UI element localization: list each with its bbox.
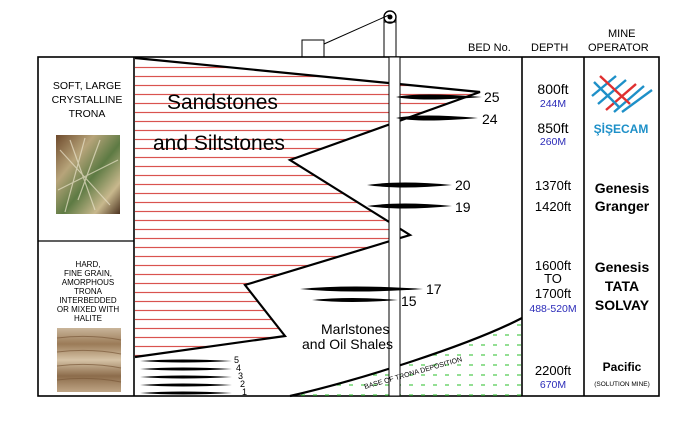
base-of-trona-curve <box>289 317 523 398</box>
soft-trona-photo <box>56 135 120 214</box>
bed-25-lens <box>396 94 482 100</box>
small-bed-5: 5 <box>234 355 239 365</box>
depth-670m: 670M <box>540 379 566 391</box>
soft-label-line-3: TRONA <box>69 108 106 120</box>
header-mine: MINE <box>608 28 636 40</box>
bed-17-lens <box>300 286 423 292</box>
operator-pacific-note: (SOLUTION MINE) <box>594 381 650 388</box>
operator-sisecam: ŞİŞECAM <box>594 121 649 136</box>
depth-260m: 260M <box>540 136 566 148</box>
operator-tata: TATA <box>605 278 639 294</box>
hard-label-line-7: HALITE <box>74 314 102 323</box>
small-bed-4: 4 <box>236 363 241 373</box>
operator-granger: Granger <box>595 198 650 214</box>
depth-850ft: 850ft <box>537 120 568 136</box>
sisecam-logo-icon <box>591 75 653 113</box>
depth-800ft: 800ft <box>537 81 568 97</box>
header-operator: OPERATOR <box>588 42 649 54</box>
small-bed-2: 2 <box>240 379 245 389</box>
trona-base-zone <box>290 318 522 396</box>
header-bed-no: BED No. <box>468 42 511 54</box>
small-bed-1: 1 <box>242 387 247 397</box>
depth-column: 800ft 244M 850ft 260M 1370ft 1420ft 1600… <box>529 81 576 391</box>
sandstone-hatch <box>135 58 480 357</box>
hard-trona-photo <box>56 328 122 392</box>
hard-label-line-4: TRONA <box>74 287 103 296</box>
headframe-icon <box>301 10 397 58</box>
formation-boundary <box>134 56 481 359</box>
formation-lower-line-2: and Oil Shales <box>302 336 393 352</box>
operator-genesis-1: Genesis <box>595 180 650 196</box>
depth-1600ft: 1600ft <box>535 258 572 273</box>
bed-20-lens <box>367 182 452 188</box>
soft-label-line-1: SOFT, LARGE <box>53 80 121 92</box>
depth-2200ft: 2200ft <box>535 363 572 378</box>
operator-solvay: SOLVAY <box>595 297 650 313</box>
hard-trona-label: HARD, FINE GRAIN, AMORPHOUS TRONA INTERB… <box>57 260 119 323</box>
bed-lenses <box>300 94 482 302</box>
bed-25-label: 25 <box>484 89 500 105</box>
bed-15-label: 15 <box>401 293 417 309</box>
depth-244m: 244M <box>540 98 566 110</box>
depth-1370ft: 1370ft <box>535 178 572 193</box>
small-bed-lenses <box>140 359 232 395</box>
depth-1700ft: 1700ft <box>535 286 572 301</box>
hard-label-line-6: OR MIXED WITH <box>57 305 119 314</box>
formation-lower-line-1: Marlstones <box>321 321 389 337</box>
depth-1420ft: 1420ft <box>535 199 572 214</box>
hard-label-line-5: INTERBEDDED <box>59 296 117 305</box>
operator-pacific: Pacific <box>603 360 642 374</box>
hard-label-line-3: AMORPHOUS <box>62 278 114 287</box>
soft-trona-label: SOFT, LARGE CRYSTALLINE TRONA <box>52 80 123 120</box>
header-depth: DEPTH <box>531 42 568 54</box>
operator-genesis-2: Genesis <box>595 259 650 275</box>
hard-label-line-1: HARD, <box>76 260 101 269</box>
formation-upper-line-1: Sandstones <box>167 91 278 114</box>
bed-19-lens <box>367 203 452 209</box>
bed-20-label: 20 <box>455 177 471 193</box>
bed-15-lens <box>312 298 398 302</box>
depth-to: TO <box>544 271 562 286</box>
mine-shaft <box>388 56 401 397</box>
bed-17-label: 17 <box>426 281 442 297</box>
soft-label-line-2: CRYSTALLINE <box>52 94 123 106</box>
formation-upper-line-2: and Siltstones <box>153 132 285 155</box>
bed-24-label: 24 <box>482 111 498 127</box>
hard-label-line-2: FINE GRAIN, <box>64 269 112 278</box>
depth-488-520m: 488-520M <box>529 303 576 315</box>
small-bed-3: 3 <box>238 371 243 381</box>
small-bed-labels: 5 4 3 2 1 <box>234 355 247 397</box>
bed-24-lens <box>396 115 478 121</box>
bed-19-label: 19 <box>455 199 471 215</box>
